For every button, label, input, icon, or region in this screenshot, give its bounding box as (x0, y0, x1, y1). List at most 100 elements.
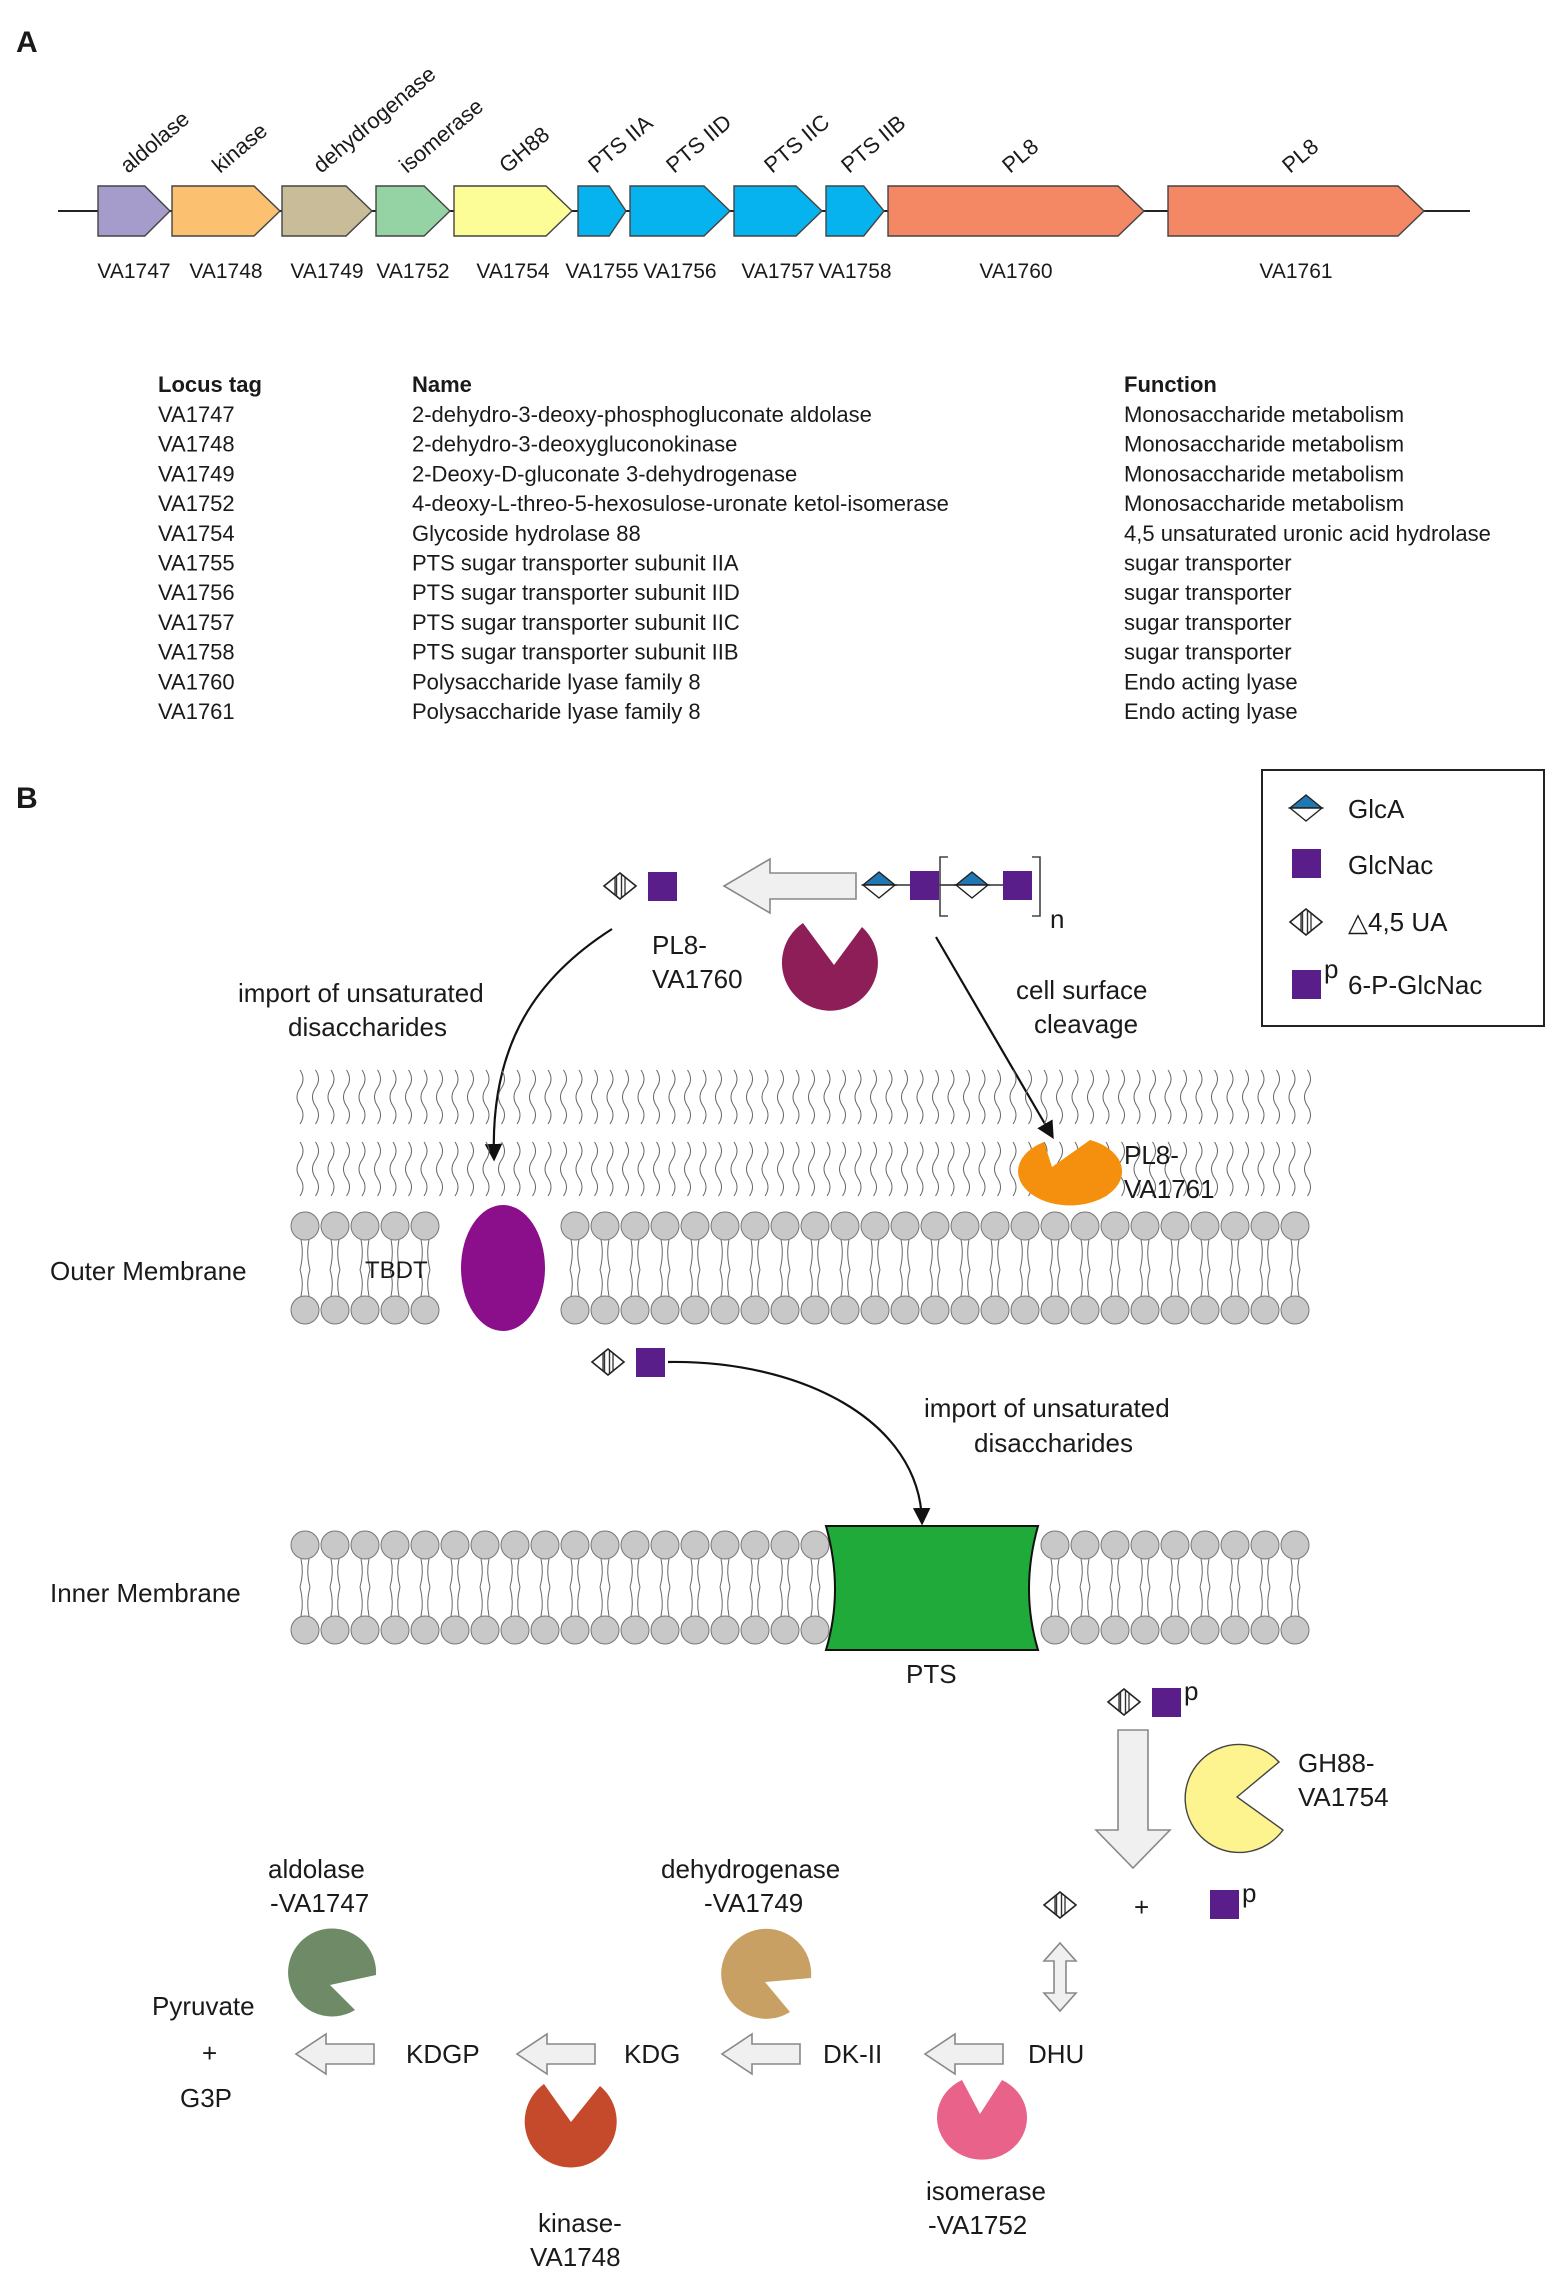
lipid-tail (1019, 1269, 1031, 1297)
lipid-tail (869, 1269, 881, 1297)
table-cell: Monosaccharide metabolism (1124, 402, 1404, 427)
lipid-head (1010, 1211, 1040, 1241)
lipid-head (1220, 1615, 1250, 1645)
lipid-head (710, 1211, 740, 1241)
gene-locus-va1752: VA1752 (376, 260, 449, 283)
gene-locus-va1755: VA1755 (565, 260, 638, 283)
lipid-head (530, 1615, 560, 1645)
lipid-tail (599, 1586, 611, 1617)
lipid-tail (1289, 1269, 1301, 1297)
table-cell: Glycoside hydrolase 88 (412, 521, 641, 546)
lipid-head (590, 1530, 620, 1560)
lipid-tail (539, 1558, 551, 1588)
lipid-head (830, 1211, 860, 1241)
lipid-tail (809, 1558, 821, 1588)
inner-membrane-label: Inner Membrane (50, 1578, 241, 1608)
lipid-head (800, 1295, 830, 1325)
lipid-tail (749, 1269, 761, 1297)
lipid-tail (1019, 1239, 1031, 1271)
lipid-tail (482, 1141, 490, 1197)
lipid-tail (419, 1239, 431, 1271)
lipid-tail (389, 1239, 401, 1271)
lipid-tail (544, 1141, 552, 1197)
lipid-head (800, 1530, 830, 1560)
lipid-tail (405, 1141, 412, 1197)
lipid-tail (779, 1586, 791, 1617)
lipid-tail (599, 1558, 611, 1588)
lipid-tail (358, 1141, 366, 1197)
p-superscript-2: p (1242, 1878, 1256, 1908)
lipid-tail (978, 1069, 986, 1125)
lipid-tail (1257, 1069, 1265, 1125)
table-cell: VA1757 (158, 610, 235, 635)
lipid-tail (436, 1069, 443, 1125)
kdg-label: KDG (624, 2039, 680, 2069)
lipid-tail (299, 1239, 311, 1271)
lipid-tail (1009, 1141, 1017, 1197)
lipid-tail (419, 1558, 431, 1588)
lipid-tail (329, 1558, 341, 1588)
lipid-tail (529, 1141, 536, 1197)
lipid-head (800, 1615, 830, 1645)
lipid-head (380, 1211, 410, 1241)
table-cell: Monosaccharide metabolism (1124, 432, 1404, 457)
lipid-head (1040, 1530, 1070, 1560)
lipid-tail (1164, 1141, 1172, 1197)
lipid-tail (870, 1141, 877, 1197)
gene-name-va1755: PTS IIA (583, 110, 657, 178)
pyruvate-plus: + (202, 2038, 217, 2068)
lipid-tail (1259, 1269, 1271, 1297)
lipid-head (710, 1530, 740, 1560)
lipid-head (1040, 1211, 1070, 1241)
lipid-tail (932, 1141, 939, 1197)
lipid-tail (653, 1141, 660, 1197)
p-superscript-1: p (1184, 1676, 1198, 1706)
lipid-tail (929, 1239, 941, 1271)
kinase-label-2: VA1748 (530, 2242, 621, 2272)
lipid-head (1280, 1211, 1310, 1241)
lipid-head (290, 1615, 320, 1645)
lipid-tail (1289, 1239, 1301, 1271)
lipid-head (1190, 1295, 1220, 1325)
hydrolysis-arrow (1094, 1729, 1172, 1870)
table-header: Function (1124, 372, 1217, 397)
lipid-tail (916, 1069, 924, 1125)
outer-membrane-heads (290, 1211, 1310, 1325)
lipid-tail (389, 1141, 397, 1197)
table-cell: PTS sugar transporter subunit IID (412, 580, 740, 605)
table-cell: VA1755 (158, 551, 235, 576)
lipid-head (650, 1615, 680, 1645)
tbdt-transporter (461, 1205, 545, 1331)
pl8-va1761-label-2: VA1761 (1124, 1174, 1215, 1204)
lipid-tail (870, 1069, 877, 1125)
lipid-tail (963, 1069, 970, 1125)
lipid-head (350, 1295, 380, 1325)
lipid-tail (689, 1269, 701, 1297)
lipid-tail (989, 1239, 1001, 1271)
lipid-head (1160, 1211, 1190, 1241)
gene-locus-va1757: VA1757 (741, 260, 814, 283)
lipid-tail (329, 1586, 341, 1617)
lipid-tail (809, 1239, 821, 1271)
legend-glcnac-symbol (1292, 849, 1321, 878)
lipid-tail (637, 1069, 645, 1125)
table-cell: VA1752 (158, 491, 235, 516)
lipid-tail (436, 1141, 443, 1197)
legend-p-superscript: p (1324, 954, 1338, 984)
dk2-label: DK-II (823, 2039, 882, 2069)
gene-arrow-va1761 (1167, 185, 1426, 237)
lipid-head (1190, 1211, 1220, 1241)
lipid-tail (684, 1141, 691, 1197)
lipid-tail (899, 1239, 911, 1271)
lipid-tail (569, 1239, 581, 1271)
lipid-head (320, 1530, 350, 1560)
gene-cluster: aldolaseVA1747kinaseVA1748dehydrogenaseV… (97, 61, 1426, 283)
lipid-tail (1180, 1141, 1187, 1197)
pathway-arrow (720, 2032, 801, 2076)
lipid-tail (622, 1141, 629, 1197)
pts-transporter (824, 1525, 1040, 1651)
lipid-head (1070, 1530, 1100, 1560)
lipid-head (560, 1211, 590, 1241)
lipid-tail (419, 1269, 431, 1297)
p-glcnac-released (1210, 1890, 1239, 1919)
